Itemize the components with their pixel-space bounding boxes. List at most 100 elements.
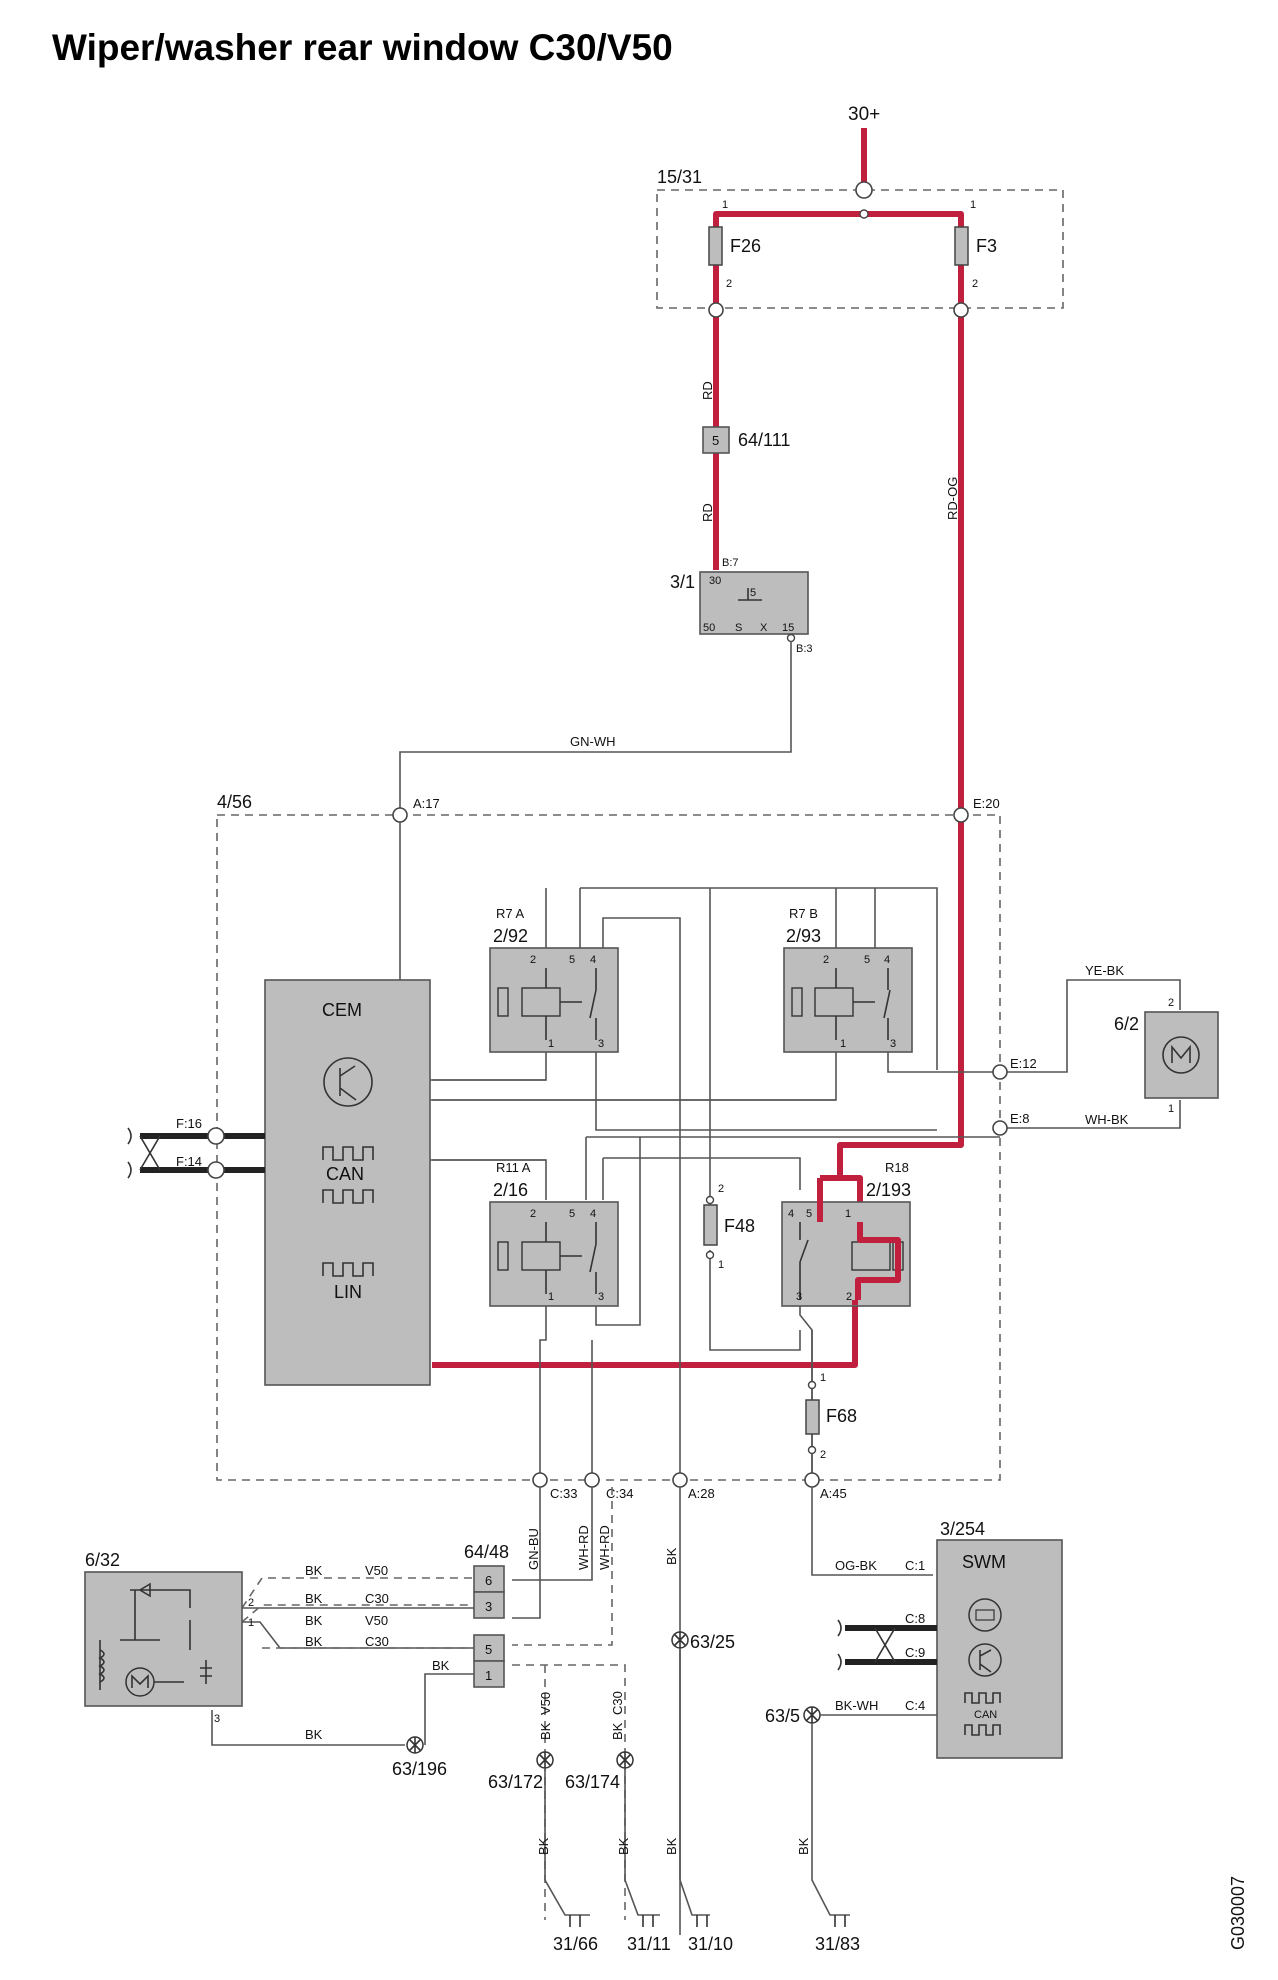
wire-label-bk-1: BK — [305, 1563, 323, 1578]
fuse-f48-label: F48 — [724, 1216, 755, 1236]
ground-31-66: 31/66 — [553, 1934, 598, 1954]
cem-pin-a45: A:45 — [820, 1486, 847, 1501]
wire-label-v50-vert: V50 — [538, 1692, 553, 1715]
wire-label-og-bk: OG-BK — [835, 1558, 877, 1573]
wire-wh-bk — [1000, 1100, 1181, 1129]
relay-r7b-internals — [791, 968, 891, 1040]
relay-r18-red-path — [817, 1178, 901, 1305]
splice-63-172: 63/172 — [488, 1772, 543, 1792]
relay-r11a-pin5: 5 — [569, 1208, 575, 1220]
relay-r7a-ref: 2/92 — [493, 926, 528, 946]
wire-label-c30-vert: C30 — [610, 1691, 625, 1715]
swm-transistor-icon — [968, 1643, 1002, 1677]
relay-r11a-pin4: 4 — [590, 1208, 596, 1220]
fuse-f3: F3 1 2 — [954, 199, 997, 290]
ignition-pin-b3: B:3 — [796, 643, 813, 655]
motor-6-2 — [1144, 1011, 1219, 1099]
fuse-f48-pin1: 1 — [718, 1259, 724, 1271]
relay-r18-ref: 2/193 — [866, 1180, 911, 1200]
supply-label: 30+ — [848, 104, 880, 125]
relay-r7b-pin2: 2 — [823, 954, 829, 966]
relay-r7b-pin5: 5 — [864, 954, 870, 966]
wire-label-bk-g3: BK — [664, 1837, 679, 1855]
fuse-f68-node-bottom — [807, 1445, 817, 1455]
relay-r18-pin3: 3 — [796, 1291, 802, 1303]
splice-63-5: 63/5 — [765, 1706, 800, 1726]
motor-6-2-ref: 6/2 — [1114, 1014, 1139, 1034]
fuse-f68 — [805, 1399, 820, 1435]
cem-node-e20 — [953, 807, 969, 823]
wire-label-bk-g2: BK — [616, 1837, 631, 1855]
wire-label-bk-v50-vert: BK — [538, 1722, 553, 1740]
wire-label-rd-lower: RD — [700, 503, 715, 522]
cem-lin-label: LIN — [334, 1282, 362, 1302]
wire-label-bk-g1: BK — [536, 1837, 551, 1855]
relay-r7a-pin2: 2 — [530, 954, 536, 966]
relay-r7a-pin4: 4 — [590, 954, 596, 966]
wire-label-bk-a28: BK — [664, 1547, 679, 1565]
cem-relay-links — [430, 1079, 836, 1161]
wire-label-ye-bk: YE-BK — [1085, 963, 1124, 978]
swm-pin-c4: C:4 — [905, 1698, 925, 1713]
ignition-out-node — [786, 633, 796, 643]
wire-label-bk-wh: BK-WH — [835, 1698, 878, 1713]
fuse-f26-pin-in: 1 — [722, 199, 728, 211]
ignition-t30: 30 — [709, 575, 721, 587]
swm-module — [936, 1539, 1063, 1759]
motor-6-32-internals — [98, 1582, 212, 1697]
swm-sensor-icon-rect — [975, 1609, 995, 1621]
fuse-f48-node-bottom — [705, 1250, 715, 1260]
swm-pin-c9: C:9 — [905, 1645, 925, 1660]
ignition-switch-box — [699, 571, 809, 635]
cem-pin-a28: A:28 — [688, 1486, 715, 1501]
swm-data-bus — [837, 1619, 937, 1671]
ignition-ref: 3/1 — [670, 572, 695, 592]
motor-6-32-pin3: 3 — [214, 1713, 220, 1725]
relay-r18-pin2: 2 — [846, 1291, 852, 1303]
relay-r7a-internals — [497, 968, 597, 1040]
fuse-f3-pin-out: 2 — [972, 278, 978, 290]
can-waveform-top-icon — [322, 1146, 374, 1161]
wire-label-c30-2: C30 — [365, 1634, 389, 1649]
fuse-f26: F26 1 2 — [708, 199, 761, 290]
relay-r7a-pin1: 1 — [548, 1038, 554, 1050]
connector-64-111-label: 64/111 — [738, 430, 790, 450]
cem-pin-f16: F:16 — [176, 1116, 202, 1131]
fuse-f48-node-top — [705, 1195, 715, 1205]
fusebox-out-node-right — [953, 302, 969, 318]
fuse-f68-label: F68 — [826, 1406, 857, 1426]
splice-symbols — [406, 1631, 821, 1769]
splice-63-25: 63/25 — [690, 1632, 735, 1652]
relay-r11a-name: R11 A — [496, 1160, 531, 1175]
cem-node-a28 — [672, 1472, 688, 1488]
wire-label-bk-c30-vert: BK — [610, 1722, 625, 1740]
wire-label-gn-wh: GN-WH — [570, 734, 616, 749]
diagram-title: Wiper/washer rear window C30/V50 — [52, 27, 673, 68]
wire-label-wh-rd-2: WH-RD — [597, 1525, 612, 1570]
relay-r7a-pin5: 5 — [569, 954, 575, 966]
ignition-ts: S — [735, 622, 742, 634]
supply-node — [855, 181, 873, 199]
cem-label: CEM — [322, 1000, 362, 1020]
relay-r7a — [489, 947, 619, 1053]
wire-label-bk-3: BK — [305, 1613, 323, 1628]
relay-r11a-pin2: 2 — [530, 1208, 536, 1220]
drawing-id: G030007 — [1228, 1876, 1248, 1950]
fuse-f26-pin-out: 2 — [726, 278, 732, 290]
relay-r18-pin5: 5 — [806, 1208, 812, 1220]
relay-r7b-pin4: 4 — [884, 954, 890, 966]
cem-node-e12 — [992, 1064, 1008, 1080]
connector-64-48-ref: 64/48 — [464, 1542, 509, 1562]
wire-label-v50-1: V50 — [365, 1563, 388, 1578]
swm-can-waveform-bottom-icon — [964, 1724, 1001, 1736]
wire-label-bk-4: BK — [305, 1634, 323, 1649]
cem-node-a17 — [392, 807, 408, 823]
wire-label-rd-upper: RD — [700, 381, 715, 400]
fuse-f3-label: F3 — [976, 236, 997, 256]
splice-63-196: 63/196 — [392, 1759, 447, 1779]
cem-4-56-outline — [216, 814, 1001, 1481]
cem-node-c33 — [532, 1472, 548, 1488]
connector-64-48-pin-3: 3 — [485, 1599, 492, 1614]
lin-waveform-icon — [322, 1262, 374, 1277]
fusebox-out-node-left — [708, 302, 724, 318]
